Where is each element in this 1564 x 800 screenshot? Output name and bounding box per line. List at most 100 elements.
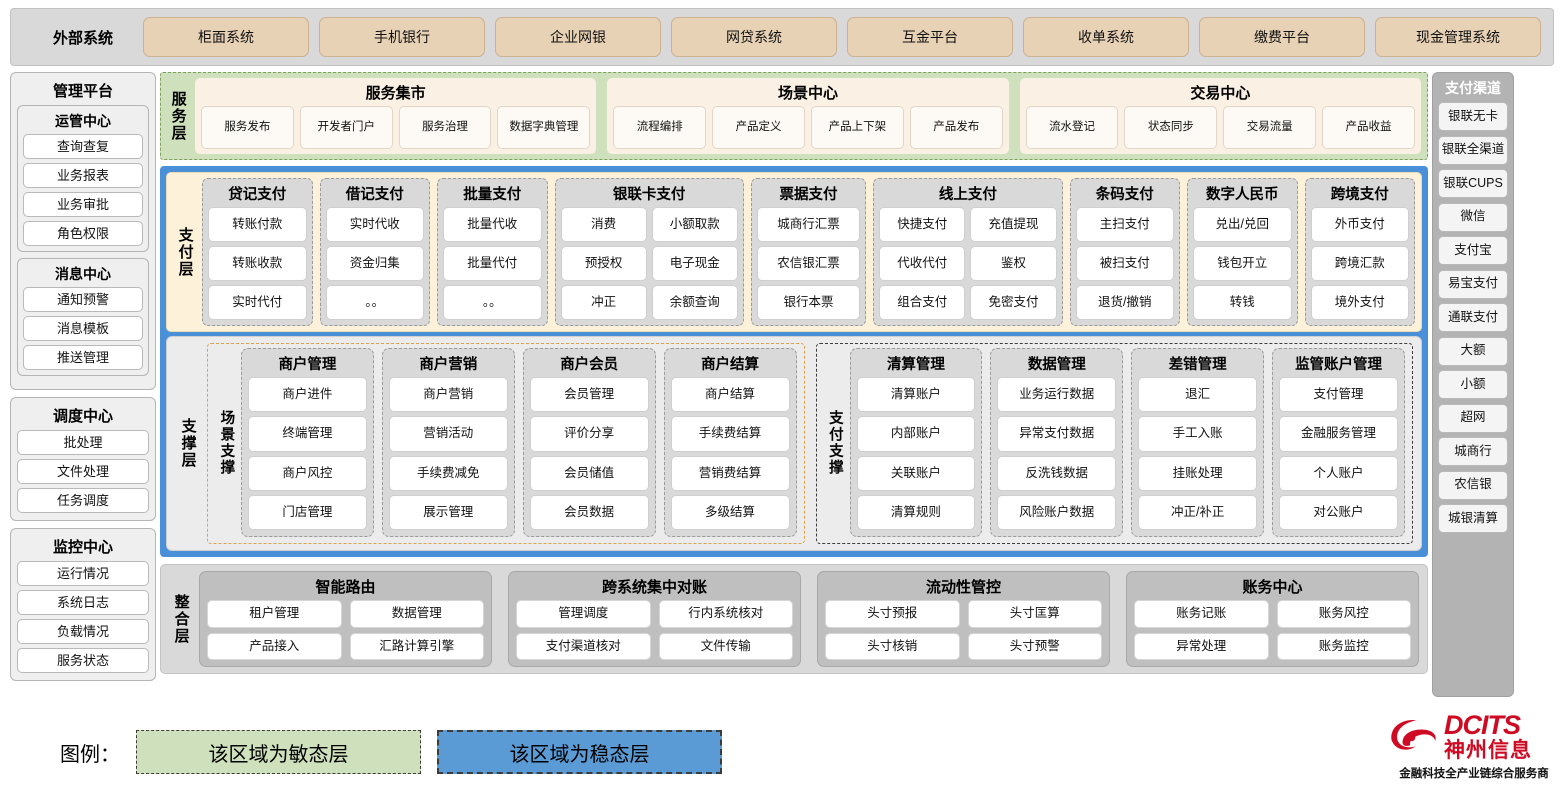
management-item[interactable]: 查询查复 — [23, 134, 143, 159]
payment-item[interactable]: 余额查询 — [651, 285, 738, 320]
payment-item[interactable]: 电子现金 — [651, 246, 738, 281]
support-item[interactable]: 展示管理 — [388, 494, 508, 530]
payment-item[interactable]: 批量代付 — [443, 246, 542, 281]
payment-item[interactable]: 转账收款 — [208, 246, 307, 281]
external-system-item[interactable]: 手机银行 — [319, 17, 485, 57]
support-item[interactable]: 营销费结算 — [670, 455, 790, 491]
service-item[interactable]: 产品定义 — [712, 106, 805, 149]
payment-channel-item[interactable]: 支付宝 — [1438, 236, 1508, 265]
payment-item[interactable]: 资金归集 — [325, 246, 424, 281]
payment-item[interactable]: 实时代付 — [208, 285, 307, 320]
payment-item[interactable]: 消费 — [560, 207, 647, 242]
payment-item[interactable]: 冲正 — [560, 285, 647, 320]
integration-item[interactable]: 头寸预报 — [825, 600, 960, 628]
service-item[interactable]: 产品发布 — [909, 106, 1003, 149]
support-item[interactable]: 手工入账 — [1138, 416, 1258, 452]
integration-item[interactable]: 产品接入 — [207, 632, 342, 660]
integration-item[interactable]: 账务记账 — [1134, 600, 1269, 628]
integration-item[interactable]: 租户管理 — [207, 600, 342, 628]
support-item[interactable]: 商户进件 — [248, 377, 367, 413]
support-item[interactable]: 商户结算 — [670, 377, 790, 413]
support-item[interactable]: 异常支付数据 — [997, 416, 1117, 452]
management-item[interactable]: 批处理 — [17, 430, 149, 455]
service-item[interactable]: 服务治理 — [398, 106, 492, 149]
integration-item[interactable]: 异常处理 — [1134, 632, 1269, 660]
payment-item[interactable]: 免密支付 — [970, 285, 1057, 320]
payment-item[interactable]: 。。 — [443, 285, 542, 320]
support-item[interactable]: 会员储值 — [529, 455, 649, 491]
external-system-item[interactable]: 网贷系统 — [671, 17, 837, 57]
integration-item[interactable]: 数据管理 — [349, 600, 484, 628]
support-item[interactable]: 业务运行数据 — [997, 377, 1117, 413]
payment-item[interactable]: 境外支付 — [1310, 285, 1410, 320]
integration-item[interactable]: 头寸预警 — [967, 632, 1102, 660]
management-item[interactable]: 任务调度 — [17, 488, 149, 513]
support-item[interactable]: 风险账户数据 — [997, 494, 1117, 530]
payment-item[interactable]: 组合支付 — [879, 285, 966, 320]
management-item[interactable]: 推送管理 — [23, 345, 143, 370]
management-item[interactable]: 角色权限 — [23, 221, 143, 246]
payment-item[interactable]: 小额取款 — [651, 207, 738, 242]
payment-item[interactable]: 外币支付 — [1310, 207, 1410, 242]
service-item[interactable]: 服务发布 — [201, 106, 294, 149]
payment-channel-item[interactable]: 城商行 — [1438, 437, 1508, 466]
integration-item[interactable]: 账务风控 — [1276, 600, 1411, 628]
support-item[interactable]: 门店管理 — [248, 494, 367, 530]
support-item[interactable]: 退汇 — [1138, 377, 1258, 413]
service-item[interactable]: 流水登记 — [1025, 106, 1119, 149]
service-item[interactable]: 产品收益 — [1322, 106, 1415, 149]
payment-item[interactable]: 农信银汇票 — [756, 246, 861, 281]
support-item[interactable]: 支付管理 — [1279, 377, 1398, 413]
payment-item[interactable]: 实时代收 — [325, 207, 424, 242]
payment-item[interactable]: 兑出/兑回 — [1193, 207, 1292, 242]
payment-item[interactable]: 充值提现 — [970, 207, 1057, 242]
service-item[interactable]: 流程编排 — [613, 106, 707, 149]
support-item[interactable]: 清算规则 — [856, 494, 976, 530]
management-item[interactable]: 运行情况 — [17, 561, 149, 586]
payment-item[interactable]: 退货/撤销 — [1075, 285, 1175, 320]
management-item[interactable]: 文件处理 — [17, 459, 149, 484]
management-item[interactable]: 消息模板 — [23, 316, 143, 341]
management-item[interactable]: 业务报表 — [23, 163, 143, 188]
payment-channel-item[interactable]: 微信 — [1438, 202, 1508, 232]
external-system-item[interactable]: 收单系统 — [1023, 17, 1189, 57]
support-item[interactable]: 会员数据 — [529, 494, 649, 530]
support-item[interactable]: 个人账户 — [1279, 455, 1398, 491]
external-system-item[interactable]: 企业网银 — [495, 17, 661, 57]
support-item[interactable]: 商户营销 — [388, 377, 508, 413]
payment-item[interactable]: 鉴权 — [970, 246, 1057, 281]
support-item[interactable]: 手续费结算 — [670, 416, 790, 452]
management-item[interactable]: 业务审批 — [23, 192, 143, 217]
support-item[interactable]: 反洗钱数据 — [997, 455, 1117, 491]
payment-item[interactable]: 快捷支付 — [879, 207, 966, 242]
payment-item[interactable]: 批量代收 — [443, 207, 542, 242]
payment-channel-item[interactable]: 农信银 — [1438, 470, 1508, 500]
payment-channel-item[interactable]: 超网 — [1438, 403, 1508, 433]
service-item[interactable]: 开发者门户 — [299, 106, 393, 149]
payment-channel-item[interactable]: 通联支付 — [1438, 303, 1508, 332]
service-item[interactable]: 数据字典管理 — [497, 106, 591, 149]
payment-item[interactable]: 城商行汇票 — [756, 207, 861, 242]
support-item[interactable]: 冲正/补正 — [1138, 494, 1258, 530]
support-item[interactable]: 对公账户 — [1279, 494, 1398, 530]
payment-item[interactable]: 钱包开立 — [1193, 246, 1292, 281]
integration-item[interactable]: 行内系统核对 — [658, 600, 793, 628]
support-item[interactable]: 关联账户 — [856, 455, 976, 491]
external-system-item[interactable]: 柜面系统 — [143, 17, 309, 57]
support-item[interactable]: 金融服务管理 — [1279, 416, 1398, 452]
payment-item[interactable]: 银行本票 — [756, 285, 861, 320]
payment-item[interactable]: 被扫支付 — [1075, 246, 1175, 281]
service-item[interactable]: 状态同步 — [1124, 106, 1218, 149]
payment-channel-item[interactable]: 小额 — [1438, 370, 1508, 399]
external-system-item[interactable]: 现金管理系统 — [1375, 17, 1541, 57]
integration-item[interactable]: 支付渠道核对 — [516, 632, 651, 660]
payment-channel-item[interactable]: 银联无卡 — [1438, 102, 1508, 131]
support-item[interactable]: 清算账户 — [856, 377, 976, 413]
payment-item[interactable]: 转钱 — [1193, 285, 1292, 320]
payment-channel-item[interactable]: 银联全渠道 — [1438, 135, 1508, 165]
management-item[interactable]: 通知预警 — [23, 287, 143, 312]
payment-item[interactable]: 转账付款 — [208, 207, 307, 242]
support-item[interactable]: 营销活动 — [388, 416, 508, 452]
integration-item[interactable]: 管理调度 — [516, 600, 651, 628]
service-item[interactable]: 产品上下架 — [810, 106, 904, 149]
